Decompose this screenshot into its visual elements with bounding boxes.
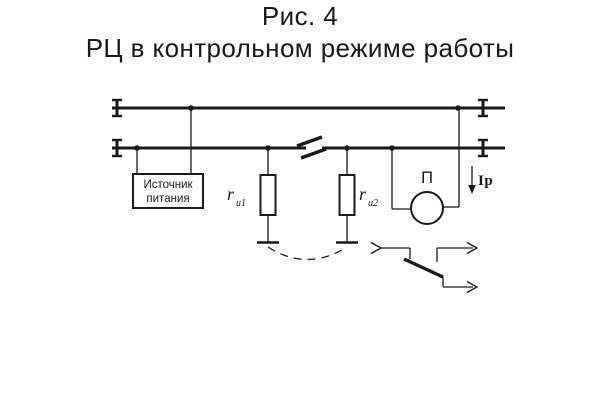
- current-arrow-head: [468, 185, 476, 194]
- power-source-label-line2: питания: [146, 193, 189, 205]
- figure-caption: РЦ в контрольном режиме работы: [85, 33, 515, 63]
- insulated-joint-top-right-icon: [478, 98, 488, 118]
- resistor2-label: r: [359, 184, 367, 204]
- junction-dot: [134, 145, 140, 151]
- relay-contact: [370, 241, 479, 294]
- junction-dots: [134, 105, 461, 151]
- resistor2-label-sub: и2: [368, 198, 378, 209]
- insulated-joint-bottom-right-icon: [478, 138, 488, 158]
- insulation-resistor-1: r и1: [227, 148, 279, 244]
- resistor1-label-sub: и1: [236, 198, 246, 209]
- figure-number: Рис. 4: [261, 1, 339, 31]
- insulated-joint-bottom-left-icon: [112, 138, 122, 158]
- ballast-leakage-path: [267, 246, 348, 261]
- junction-dot: [455, 105, 461, 111]
- junction-dot: [188, 105, 194, 111]
- contact-input-arrow-icon: [370, 241, 383, 255]
- current-label: Iр: [478, 173, 493, 189]
- resistor1-body: [259, 174, 277, 216]
- insulation-resistor-2: r и2: [336, 148, 378, 244]
- relay-coil: [410, 191, 444, 225]
- power-source: Источник питания: [132, 108, 204, 209]
- junction-dot: [344, 145, 350, 151]
- contact-blade: [403, 257, 444, 279]
- relay-branch: П: [391, 108, 460, 225]
- resistor1-label: r: [227, 184, 235, 204]
- insulated-joint-top-left-icon: [112, 98, 122, 118]
- junction-dot: [265, 145, 271, 151]
- contact-front-arrow-icon: [466, 280, 479, 294]
- relay-label: П: [421, 169, 433, 187]
- contact-back-arrow-icon: [466, 241, 479, 255]
- junction-dot: [389, 145, 395, 151]
- power-source-box: [132, 173, 204, 209]
- power-source-label-line1: Источник: [143, 179, 193, 191]
- relay-current: Iр: [468, 166, 493, 194]
- resistor2-body: [338, 174, 356, 216]
- rail-break-icon: [296, 135, 327, 160]
- rails: [112, 106, 505, 150]
